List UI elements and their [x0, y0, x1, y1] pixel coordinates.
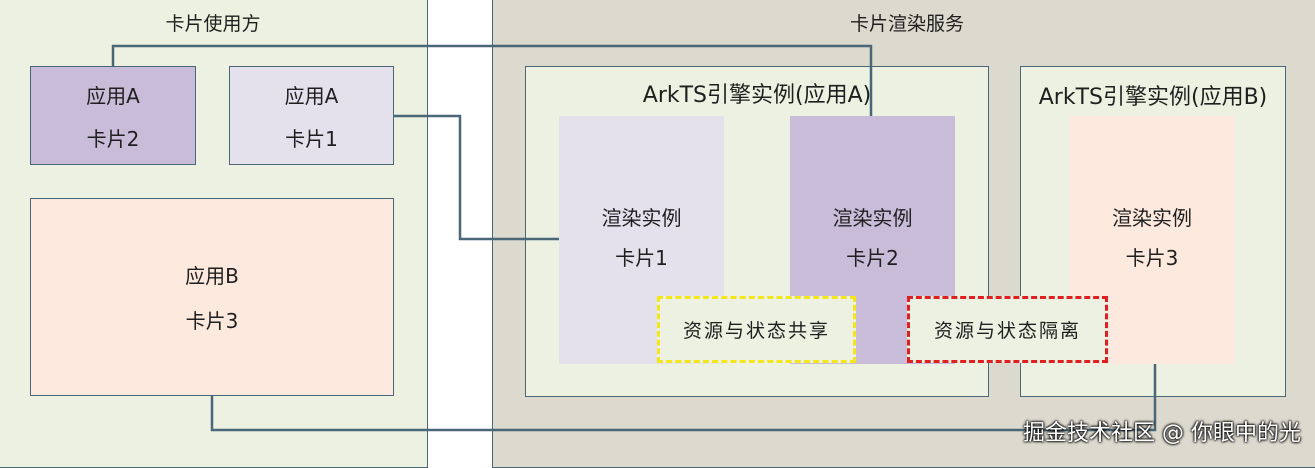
render-instance-label: 渲染实例 [832, 206, 913, 230]
render-instance-card: 卡片1 [615, 246, 668, 270]
watermark-text: 掘金技术社区 @ 你眼中的光 [1023, 421, 1301, 446]
card-name-label: 卡片2 [86, 126, 140, 151]
render-instance-label: 渲染实例 [601, 206, 682, 230]
isolated-resources-label: 资源与状态隔离 [933, 320, 1081, 342]
card-app-b-card3: 应用B 卡片3 [30, 198, 394, 396]
render-instance-card3: 渲染实例 卡片3 [1069, 116, 1235, 364]
engine-b-title: ArkTS引擎实例(应用B) [1038, 85, 1268, 110]
card-app-label: 应用A [86, 83, 140, 108]
card-render-service-title: 卡片渲染服务 [849, 13, 964, 35]
render-instance-card: 卡片3 [1125, 246, 1179, 270]
engine-a-title: ArkTS引擎实例(应用A) [642, 83, 872, 108]
shared-resources-label: 资源与状态共享 [682, 320, 830, 342]
shared-resources-box: 资源与状态共享 [657, 296, 856, 363]
card-app-label: 应用B [185, 264, 239, 288]
isolated-resources-box: 资源与状态隔离 [907, 296, 1108, 363]
card-app-a-card1: 应用A 卡片1 [229, 66, 394, 165]
card-name-label: 卡片3 [185, 309, 239, 333]
render-instance-card: 卡片2 [846, 246, 899, 270]
render-instance-label: 渲染实例 [1112, 206, 1192, 230]
card-name-label: 卡片1 [285, 126, 338, 151]
card-app-label: 应用A [284, 83, 339, 108]
card-app-a-card2: 应用A 卡片2 [30, 66, 196, 165]
card-consumer-title: 卡片使用方 [165, 13, 261, 35]
